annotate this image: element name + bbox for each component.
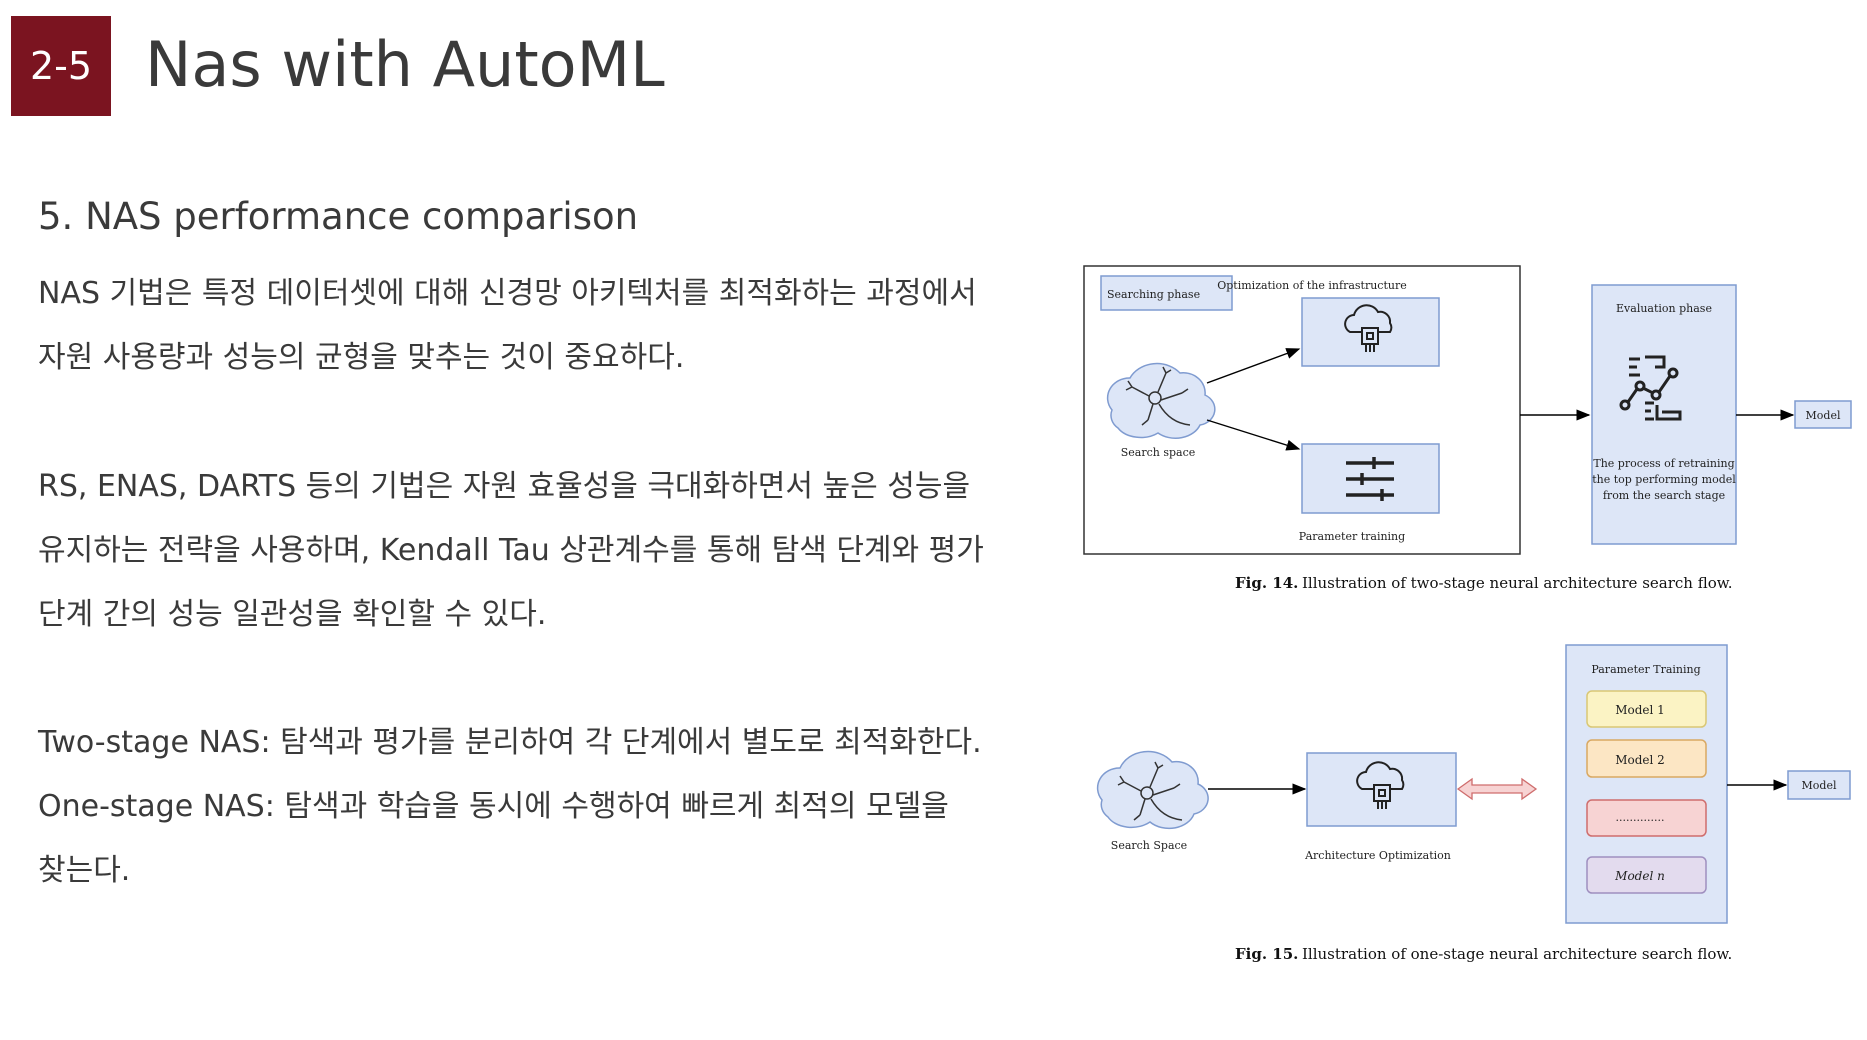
model-item-label: Model 1 — [1615, 703, 1665, 717]
model-item-box — [1586, 799, 1707, 837]
model-item-box — [1586, 856, 1707, 894]
paragraph-3: Two-stage NAS: 탐색과 평가를 분리하여 각 단계에서 별도로 최… — [38, 711, 1018, 903]
paragraph-line: One-stage NAS: 탐색과 학습을 동시에 수행하여 빠르게 최적의 … — [38, 789, 949, 824]
model-item-label: Model n — [1614, 869, 1665, 883]
model-item-box — [1586, 739, 1707, 778]
searching-phase-label: Searching phase — [1107, 288, 1200, 301]
fig15-caption-text: Illustration of one-stage neural archite… — [1302, 945, 1732, 963]
paragraph-line: 자원 사용량과 성능의 균형을 맞추는 것이 중요하다. — [38, 340, 685, 375]
paragraph-line: RS, ENAS, DARTS 등의 기법은 자원 효율성을 극대화하면서 높은… — [38, 469, 971, 504]
model-item-box — [1586, 690, 1707, 728]
paragraph-2: RS, ENAS, DARTS 등의 기법은 자원 효율성을 극대화하면서 높은… — [38, 455, 1018, 647]
evaluation-phase-box — [1591, 284, 1737, 545]
fig14-caption-text: Illustration of two-stage neural archite… — [1302, 574, 1733, 592]
search-space-label-2: Search Space — [1111, 839, 1187, 852]
evaluation-desc-line: The process of retraining — [1593, 457, 1734, 470]
parameter-training-title: Parameter Training — [1591, 663, 1700, 676]
model-box — [1794, 400, 1852, 429]
model-label: Model — [1806, 409, 1841, 422]
evaluation-desc-line: from the search stage — [1603, 489, 1725, 502]
figures-panel: Searching phase Optimization of the infr… — [1083, 265, 1852, 963]
search-space-cloud — [1106, 362, 1216, 439]
model-item-label: Model 2 — [1615, 753, 1665, 767]
fig15-caption-label: Fig. 15. — [1235, 945, 1298, 963]
searching-phase-box — [1100, 275, 1233, 311]
paragraph-line: NAS 기법은 특정 데이터셋에 대해 신경망 아키텍처를 최적화하는 과정에서 — [38, 276, 977, 311]
parameter-training-label: Parameter training — [1299, 530, 1405, 543]
figure-14: Searching phase Optimization of the infr… — [1083, 265, 1852, 592]
paragraph-line: 유지하는 전략을 사용하며, Kendall Tau 상관계수를 통해 탐색 단… — [38, 533, 984, 568]
bidirectional-arrow — [1456, 777, 1538, 801]
sliders-icon — [1346, 457, 1394, 501]
section-title: 5. NAS performance comparison — [38, 195, 639, 238]
arrow-to-optimization — [1206, 348, 1301, 384]
cloud-chip-icon — [1356, 761, 1405, 809]
evaluation-desc-line: the top performing model — [1592, 473, 1736, 486]
fig14-caption-label: Fig. 14. — [1235, 574, 1298, 592]
paragraph-line: 단계 간의 성능 일관성을 확인할 수 있다. — [38, 597, 547, 632]
paragraph-line: Two-stage NAS: 탐색과 평가를 분리하여 각 단계에서 별도로 최… — [38, 725, 982, 760]
paragraph-line: 찾는다. — [38, 853, 131, 888]
figure-15: Search Space Architecture Optimization P… — [1096, 644, 1851, 963]
page-title: Nas with AutoML — [145, 28, 665, 101]
neuron-icon — [1125, 366, 1191, 426]
arrow-to-parameter-training — [1206, 419, 1301, 451]
paragraph-1: NAS 기법은 특정 데이터셋에 대해 신경망 아키텍처를 최적화하는 과정에서… — [38, 262, 1018, 390]
search-space-label: Search space — [1121, 446, 1196, 459]
neuron-icon — [1117, 761, 1183, 821]
evaluation-phase-label: Evaluation phase — [1616, 302, 1712, 315]
optimization-label: Optimization of the infrastructure — [1217, 279, 1406, 292]
search-space-cloud-2 — [1096, 750, 1209, 830]
model-label-2: Model — [1802, 779, 1837, 792]
evaluation-icon — [1619, 355, 1682, 421]
cloud-chip-icon — [1344, 304, 1393, 352]
section-number-badge: 2-5 — [11, 16, 111, 116]
architecture-optimization-label: Architecture Optimization — [1304, 849, 1451, 862]
model-box-2 — [1787, 770, 1851, 800]
model-item-label: .............. — [1616, 811, 1665, 824]
